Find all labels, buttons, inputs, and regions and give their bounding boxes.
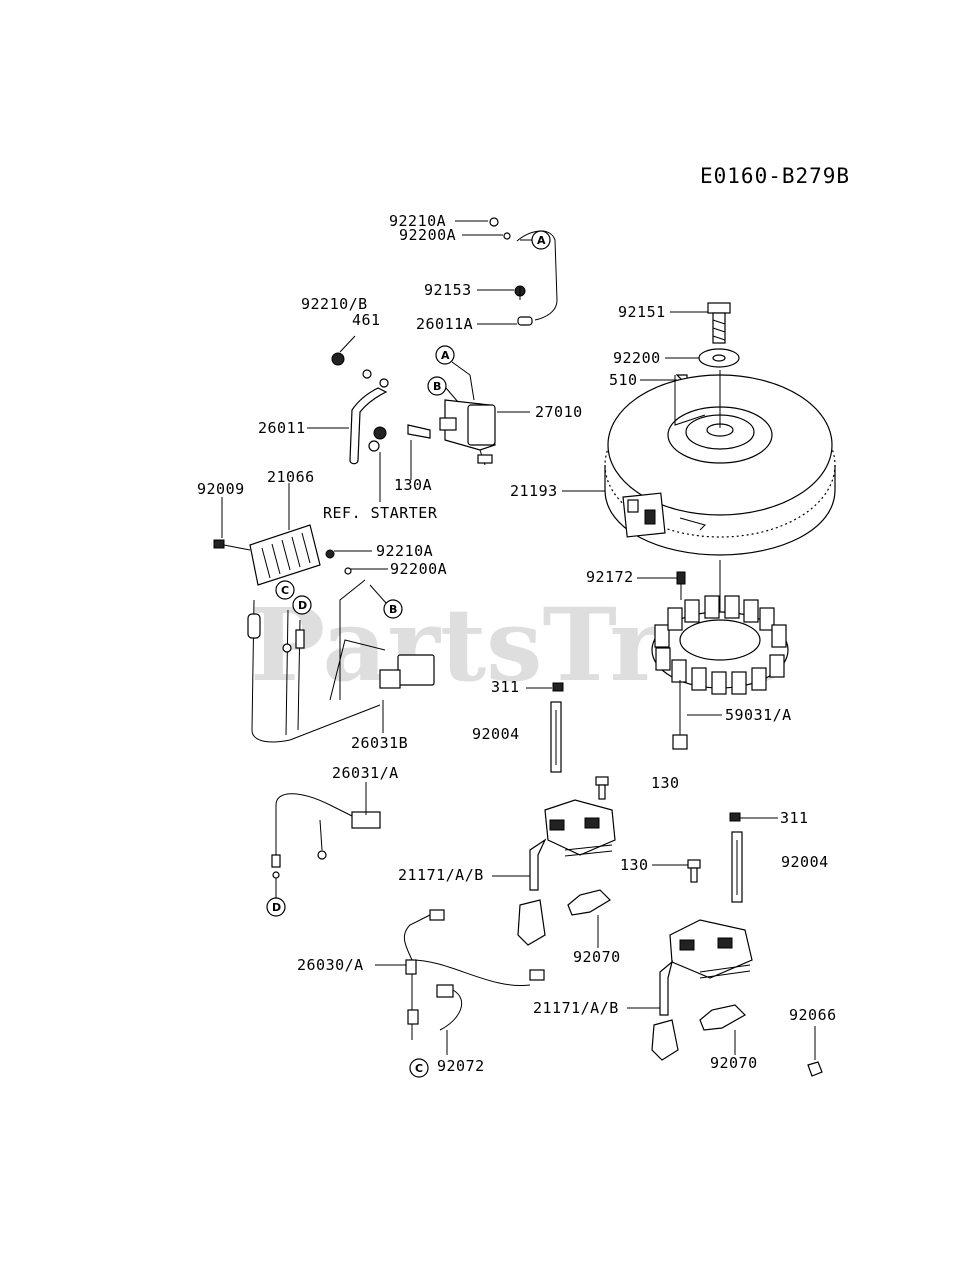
part-label-92066[interactable]: 92066 <box>789 1006 837 1024</box>
part-label-92153[interactable]: 92153 <box>424 281 472 299</box>
part-label-26011A[interactable]: 26011A <box>416 315 473 333</box>
svg-text:C: C <box>281 584 289 597</box>
part-label-92210A[interactable]: 92210A <box>389 212 446 230</box>
part-label-311-right[interactable]: 311 <box>780 809 809 827</box>
part-label-27010[interactable]: 27010 <box>535 403 583 421</box>
svg-text:A: A <box>441 349 450 362</box>
flywheel-bolt-washer <box>675 302 740 387</box>
part-label-461[interactable]: 461 <box>352 311 381 329</box>
leader-lines-coil-left <box>492 687 552 877</box>
part-label-26031B[interactable]: 26031B <box>351 734 408 752</box>
callout-D-harness: D <box>292 595 312 615</box>
part-label-92200A[interactable]: 92200A <box>399 226 456 244</box>
part-label-92070-left[interactable]: 92070 <box>573 948 621 966</box>
part-label-92070-right[interactable]: 92070 <box>710 1054 758 1072</box>
diagram-code: E0160-B279B <box>700 164 850 188</box>
svg-text:B: B <box>389 603 397 616</box>
part-label-92172[interactable]: 92172 <box>586 568 634 586</box>
part-label-26031A[interactable]: 26031/A <box>332 764 399 782</box>
leader-lines-regulator <box>221 483 388 733</box>
stator-59031A <box>651 560 789 750</box>
ignition-coil-right <box>651 812 823 1077</box>
part-label-21171-right[interactable]: 21171/A/B <box>533 999 619 1017</box>
part-label-21193[interactable]: 21193 <box>510 482 558 500</box>
part-label-130-top[interactable]: 130 <box>651 774 680 792</box>
svg-text:B: B <box>433 380 441 393</box>
part-label-21171-left[interactable]: 21171/A/B <box>398 866 484 884</box>
leader-lines-flywheel <box>562 311 708 492</box>
part-label-92072[interactable]: 92072 <box>437 1057 485 1075</box>
callout-C-harness2: C <box>409 1058 429 1078</box>
part-label-92200[interactable]: 92200 <box>613 349 661 367</box>
part-label-92151[interactable]: 92151 <box>618 303 666 321</box>
part-label-92210A-mid[interactable]: 92210A <box>376 542 433 560</box>
wire-harness-26030A <box>375 909 545 1055</box>
part-label-92210B[interactable]: 92210/B <box>301 295 368 313</box>
svg-text:D: D <box>298 599 307 612</box>
part-label-92200A-mid[interactable]: 92200A <box>390 560 447 578</box>
part-label-92004-left[interactable]: 92004 <box>472 725 520 743</box>
regulator-21066 <box>213 524 352 586</box>
part-label-510[interactable]: 510 <box>609 371 638 389</box>
solenoid-lead-assembly <box>489 217 558 326</box>
callout-A-solenoid: A <box>435 345 475 401</box>
svg-text:D: D <box>272 901 281 914</box>
wire-harness-26031A <box>271 782 381 898</box>
solenoid-27010 <box>331 352 496 466</box>
ignition-coil-left <box>517 682 616 948</box>
part-label-130A[interactable]: 130A <box>394 476 432 494</box>
part-label-26011[interactable]: 26011 <box>258 419 306 437</box>
part-label-311-left[interactable]: 311 <box>491 678 520 696</box>
ref-starter-label: REF. STARTER <box>323 504 438 522</box>
part-label-92009[interactable]: 92009 <box>197 480 245 498</box>
callout-B-harness: B <box>369 584 403 619</box>
callout-B-solenoid: B <box>427 376 459 403</box>
flywheel-21193 <box>604 370 836 556</box>
part-label-59031A[interactable]: 59031/A <box>725 706 792 724</box>
part-label-92004-right[interactable]: 92004 <box>781 853 829 871</box>
svg-text:A: A <box>537 234 546 247</box>
leader-lines-coil-right <box>627 817 816 1060</box>
leader-lines-solenoid <box>307 335 530 502</box>
part-label-130-mid[interactable]: 130 <box>620 856 649 874</box>
callout-A-top: A <box>531 230 551 250</box>
callout-C-harness: C <box>275 580 295 600</box>
part-label-21066[interactable]: 21066 <box>267 468 315 486</box>
callout-D-harness2: D <box>266 897 286 917</box>
part-label-26030A[interactable]: 26030/A <box>297 956 364 974</box>
svg-text:C: C <box>415 1062 423 1075</box>
wire-harness-26031B <box>247 579 435 743</box>
